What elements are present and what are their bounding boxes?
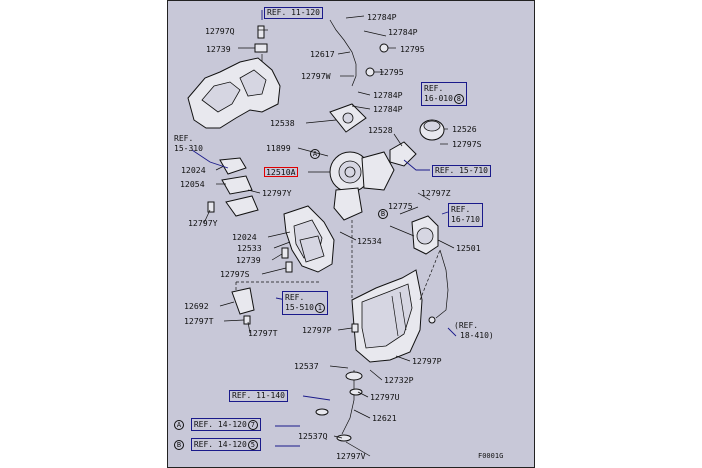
ref-text: REF. 15-710 <box>435 166 488 175</box>
label-12795: 12795 <box>379 67 404 77</box>
label-12784P: 12784P <box>373 90 403 100</box>
label-12797Q: 12797Q <box>205 26 235 36</box>
label-12537: 12537 <box>294 361 319 371</box>
label-12739: 12739 <box>236 255 261 265</box>
label-12797Y: 12797Y <box>188 218 218 228</box>
ref-15-710-box[interactable]: REF. 15-710 <box>432 165 491 177</box>
label-12528: 12528 <box>368 125 393 135</box>
ref-text: 15-510 <box>285 303 314 312</box>
marker-a-callout: A <box>310 149 320 159</box>
ref-15-310-note[interactable]: REF. 15-310 <box>174 134 203 154</box>
label-12024: 12024 <box>181 165 206 175</box>
label-12797V: 12797V <box>336 451 366 461</box>
label-12617: 12617 <box>310 49 335 59</box>
figure-code: F0001G <box>478 452 504 460</box>
marker-b-callout: B <box>378 209 388 219</box>
label-12533: 12533 <box>237 243 262 253</box>
label-12775: 12775 <box>388 201 413 211</box>
ref-11-120-box[interactable]: REF. 11-120 <box>264 7 323 19</box>
marker-a: A <box>174 420 184 430</box>
label-12501: 12501 <box>456 243 481 253</box>
ref-text: REF. 14-120 <box>193 440 247 449</box>
label-12024: 12024 <box>232 232 257 242</box>
ref-text: REF. 11-140 <box>232 391 285 400</box>
ref-text: REF. <box>285 293 305 302</box>
label-12797S: 12797S <box>452 139 482 149</box>
ref-text: 16-010 <box>424 94 453 103</box>
label-12526: 12526 <box>452 124 477 134</box>
label-12797Z: 12797Z <box>421 188 451 198</box>
gasket-12024-shape <box>219 157 247 175</box>
label-12797S: 12797S <box>220 269 250 279</box>
ref-11-140-box[interactable]: REF. 11-140 <box>229 390 288 402</box>
ref-circle-number: 7 <box>247 420 258 430</box>
label-12797Y: 12797Y <box>262 188 292 198</box>
ref-text: REF. <box>451 205 471 214</box>
label-12797W: 12797W <box>301 71 331 81</box>
washer-shape <box>254 43 268 53</box>
label-12784P: 12784P <box>388 27 418 37</box>
label-12621: 12621 <box>372 413 397 423</box>
bolt-shape <box>257 25 265 39</box>
label-12784P: 12784P <box>373 104 403 114</box>
label-12797T: 12797T <box>248 328 278 338</box>
label-12739: 12739 <box>206 44 231 54</box>
label-12797P: 12797P <box>302 325 332 335</box>
ref-16-710-box[interactable]: REF. 16-710 <box>448 203 483 227</box>
ref-text: REF. 14-120 <box>193 420 247 429</box>
label-11899: 11899 <box>266 143 291 153</box>
ref-circle-number: 5 <box>247 440 258 450</box>
label-12510A: 12510A <box>264 167 298 178</box>
label-12784P: 12784P <box>367 12 397 22</box>
label-12797U: 12797U <box>370 392 400 402</box>
ref-text: 15-310 <box>174 144 203 153</box>
ref-circle-number: 1 <box>314 303 325 313</box>
ref-text: (REF. <box>454 321 479 330</box>
label-12534: 12534 <box>357 236 382 246</box>
label-12797T: 12797T <box>184 316 214 326</box>
label-12692: 12692 <box>184 301 209 311</box>
bracket-12692-shape <box>231 287 255 315</box>
marker-b: B <box>174 440 184 450</box>
ref-18-410-note[interactable]: (REF. 18-410) <box>454 321 494 341</box>
ref-text: 16-710 <box>451 215 480 224</box>
label-12797P: 12797P <box>412 356 442 366</box>
label-12795: 12795 <box>400 44 425 54</box>
label-12537Q: 12537Q <box>298 431 328 441</box>
label-12054: 12054 <box>180 179 205 189</box>
ref-text: REF. 11-120 <box>267 8 320 17</box>
ref-text: REF. <box>174 134 194 143</box>
ref-text: REF. <box>424 84 444 93</box>
ref-circle-number: 8 <box>453 94 464 104</box>
ref-text: 18-410) <box>460 331 494 340</box>
label-12732P: 12732P <box>384 375 414 385</box>
label-12538: 12538 <box>270 118 295 128</box>
